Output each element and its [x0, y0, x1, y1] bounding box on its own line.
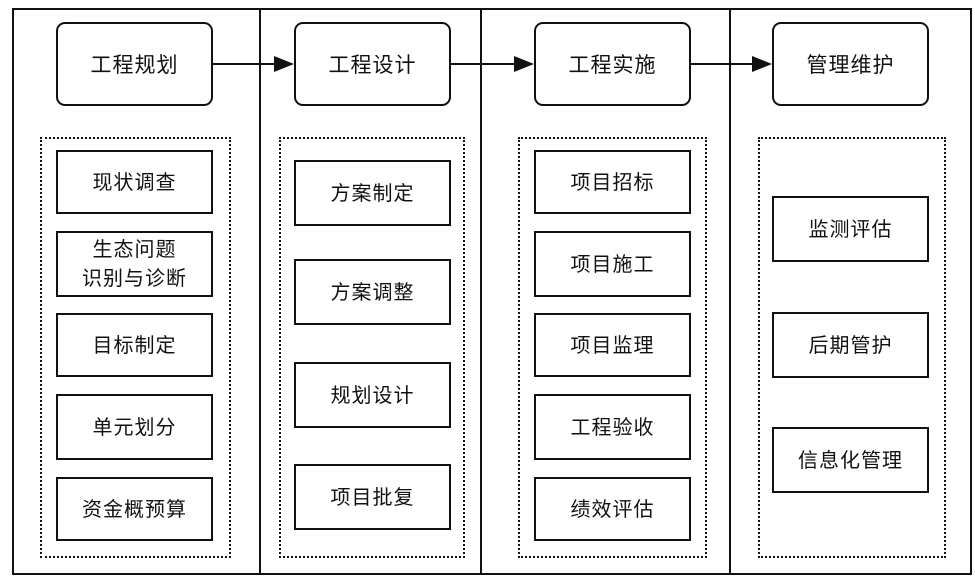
phase-planning: 工程规划 [56, 22, 213, 106]
column-divider [729, 8, 731, 575]
phase-implementation: 工程实施 [534, 22, 691, 106]
step-planning-2: 生态问题 识别与诊断 [56, 231, 213, 297]
step-maintenance-2: 后期管护 [772, 312, 929, 378]
step-design-2: 方案调整 [294, 259, 451, 325]
step-implementation-4: 工程验收 [534, 394, 691, 460]
column-divider [259, 8, 261, 575]
step-maintenance-1: 监测评估 [772, 196, 929, 262]
group-maintenance [758, 137, 946, 558]
step-maintenance-3: 信息化管理 [772, 427, 929, 493]
step-planning-1: 现状调查 [56, 150, 213, 214]
group-design [279, 137, 465, 558]
group-implementation [518, 137, 707, 558]
step-planning-3: 目标制定 [56, 313, 213, 377]
column-divider [480, 8, 482, 575]
step-planning-5: 资金概预算 [56, 477, 213, 541]
phase-design: 工程设计 [294, 22, 451, 106]
step-design-1: 方案制定 [294, 160, 451, 226]
step-implementation-2: 项目施工 [534, 231, 691, 297]
diagram-frame [12, 8, 972, 575]
step-design-3: 规划设计 [294, 362, 451, 428]
step-design-4: 项目批复 [294, 464, 451, 530]
group-planning [40, 137, 231, 558]
step-implementation-3: 项目监理 [534, 313, 691, 377]
step-implementation-1: 项目招标 [534, 150, 691, 214]
step-implementation-5: 绩效评估 [534, 477, 691, 541]
phase-maintenance: 管理维护 [772, 22, 929, 106]
step-planning-4: 单元划分 [56, 394, 213, 460]
